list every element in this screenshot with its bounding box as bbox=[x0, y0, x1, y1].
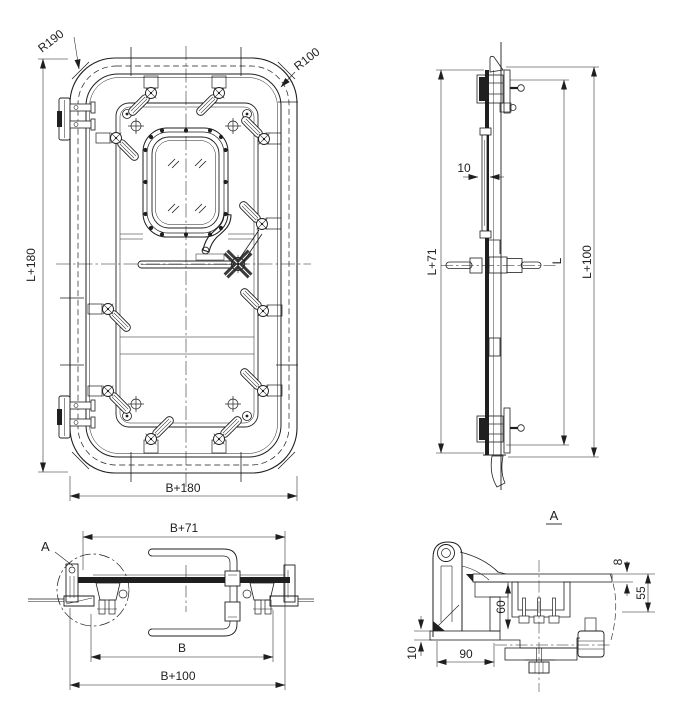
dim-plate-thickness: 8 bbox=[611, 558, 655, 596]
dim-frame-height: 60 bbox=[494, 583, 511, 630]
dim-label-leaf-width: B+71 bbox=[170, 521, 199, 535]
side-dog-box bbox=[488, 337, 501, 357]
window bbox=[142, 127, 229, 238]
dim-label-hinge-offset: 90 bbox=[459, 647, 473, 661]
lock-drive-mechanism bbox=[195, 229, 263, 279]
plan-hinge bbox=[63, 563, 95, 607]
gasket-hidden-line bbox=[77, 65, 290, 466]
dim-label-overall-height: L+100 bbox=[580, 245, 594, 279]
detail-sill-plate bbox=[429, 630, 501, 641]
plan-view: B+71 bbox=[28, 521, 314, 690]
dim-leaf-width: B+71 bbox=[82, 521, 286, 690]
side-handle bbox=[441, 239, 557, 274]
dim-label-height-front: L+180 bbox=[24, 248, 38, 282]
detail-callout-circle bbox=[56, 553, 130, 627]
door-frame-outline bbox=[69, 57, 298, 474]
dim-label-clear-height: L bbox=[550, 257, 564, 264]
inner-panel bbox=[115, 102, 259, 428]
plan-dog-left bbox=[95, 582, 128, 615]
dim-recess-depth: 55 bbox=[622, 573, 655, 613]
dim-overall-height: L+100 bbox=[506, 66, 599, 458]
plan-dog-right bbox=[242, 582, 275, 615]
dim-sill-thickness: 10 bbox=[405, 616, 432, 660]
radius-outer-label: R190 bbox=[35, 26, 66, 55]
detail-gasket bbox=[474, 581, 509, 598]
panel-bolt-crosses bbox=[128, 118, 241, 412]
detail-a-view: A bbox=[405, 508, 655, 692]
dim-label-plate-gap: 10 bbox=[457, 161, 471, 175]
dim-label-clear-width: B bbox=[178, 641, 186, 655]
glass-marks bbox=[167, 158, 207, 214]
side-view: 10 L+71 L L+100 bbox=[425, 42, 599, 490]
radius-inner-label: R100 bbox=[291, 44, 322, 73]
side-hinge-bottom bbox=[476, 407, 525, 488]
detail-hinge-arm bbox=[495, 560, 612, 692]
window-bolts bbox=[143, 128, 228, 237]
detail-frame-channel bbox=[511, 581, 571, 618]
dim-overall-width: B+100 bbox=[69, 608, 286, 690]
door-leaf-edge bbox=[485, 70, 489, 455]
dim-leaf-height: L+71 bbox=[425, 69, 484, 454]
dim-label-overall-width: B+100 bbox=[160, 669, 195, 683]
dog-clamps bbox=[87, 75, 283, 454]
grab-bar bbox=[137, 260, 242, 269]
dim-label-sill-thickness: 10 bbox=[405, 646, 419, 660]
dim-label-leaf-height: L+71 bbox=[425, 248, 439, 275]
detail-hinge-bracket bbox=[432, 541, 507, 637]
detail-door-plate bbox=[472, 573, 613, 583]
edge-ticks bbox=[60, 47, 298, 482]
dim-label-width-front: B+180 bbox=[165, 481, 200, 495]
dim-plate-gap: 10 bbox=[457, 161, 504, 180]
dim-label-plate-thickness: 8 bbox=[611, 558, 625, 565]
door-leaf-outline bbox=[85, 73, 282, 458]
dim-clear-width: B bbox=[90, 610, 274, 662]
callout-radius-inner: R100 bbox=[280, 44, 323, 88]
dim-label-recess-depth: 55 bbox=[634, 586, 648, 600]
front-view: L+180 B+180 R190 R100 bbox=[24, 26, 323, 501]
break-line bbox=[609, 573, 617, 641]
side-hinge-top bbox=[476, 55, 525, 114]
dim-label-frame-height: 60 bbox=[494, 600, 508, 614]
dim-clear-height: L bbox=[506, 79, 569, 446]
dim-width-front: B+180 bbox=[69, 476, 298, 501]
plan-right-bracket bbox=[269, 564, 299, 607]
dim-height-front: L+180 bbox=[24, 58, 68, 473]
dim-hinge-offset: 90 bbox=[436, 641, 495, 667]
detail-callout-label: A bbox=[41, 539, 50, 554]
panel-corner-bolts bbox=[122, 109, 252, 421]
detail-title: A bbox=[550, 508, 559, 523]
plan-door-plate bbox=[80, 577, 290, 583]
callout-radius-outer: R190 bbox=[35, 26, 81, 70]
plan-u-handle bbox=[148, 548, 241, 637]
side-window-edge bbox=[479, 127, 492, 239]
